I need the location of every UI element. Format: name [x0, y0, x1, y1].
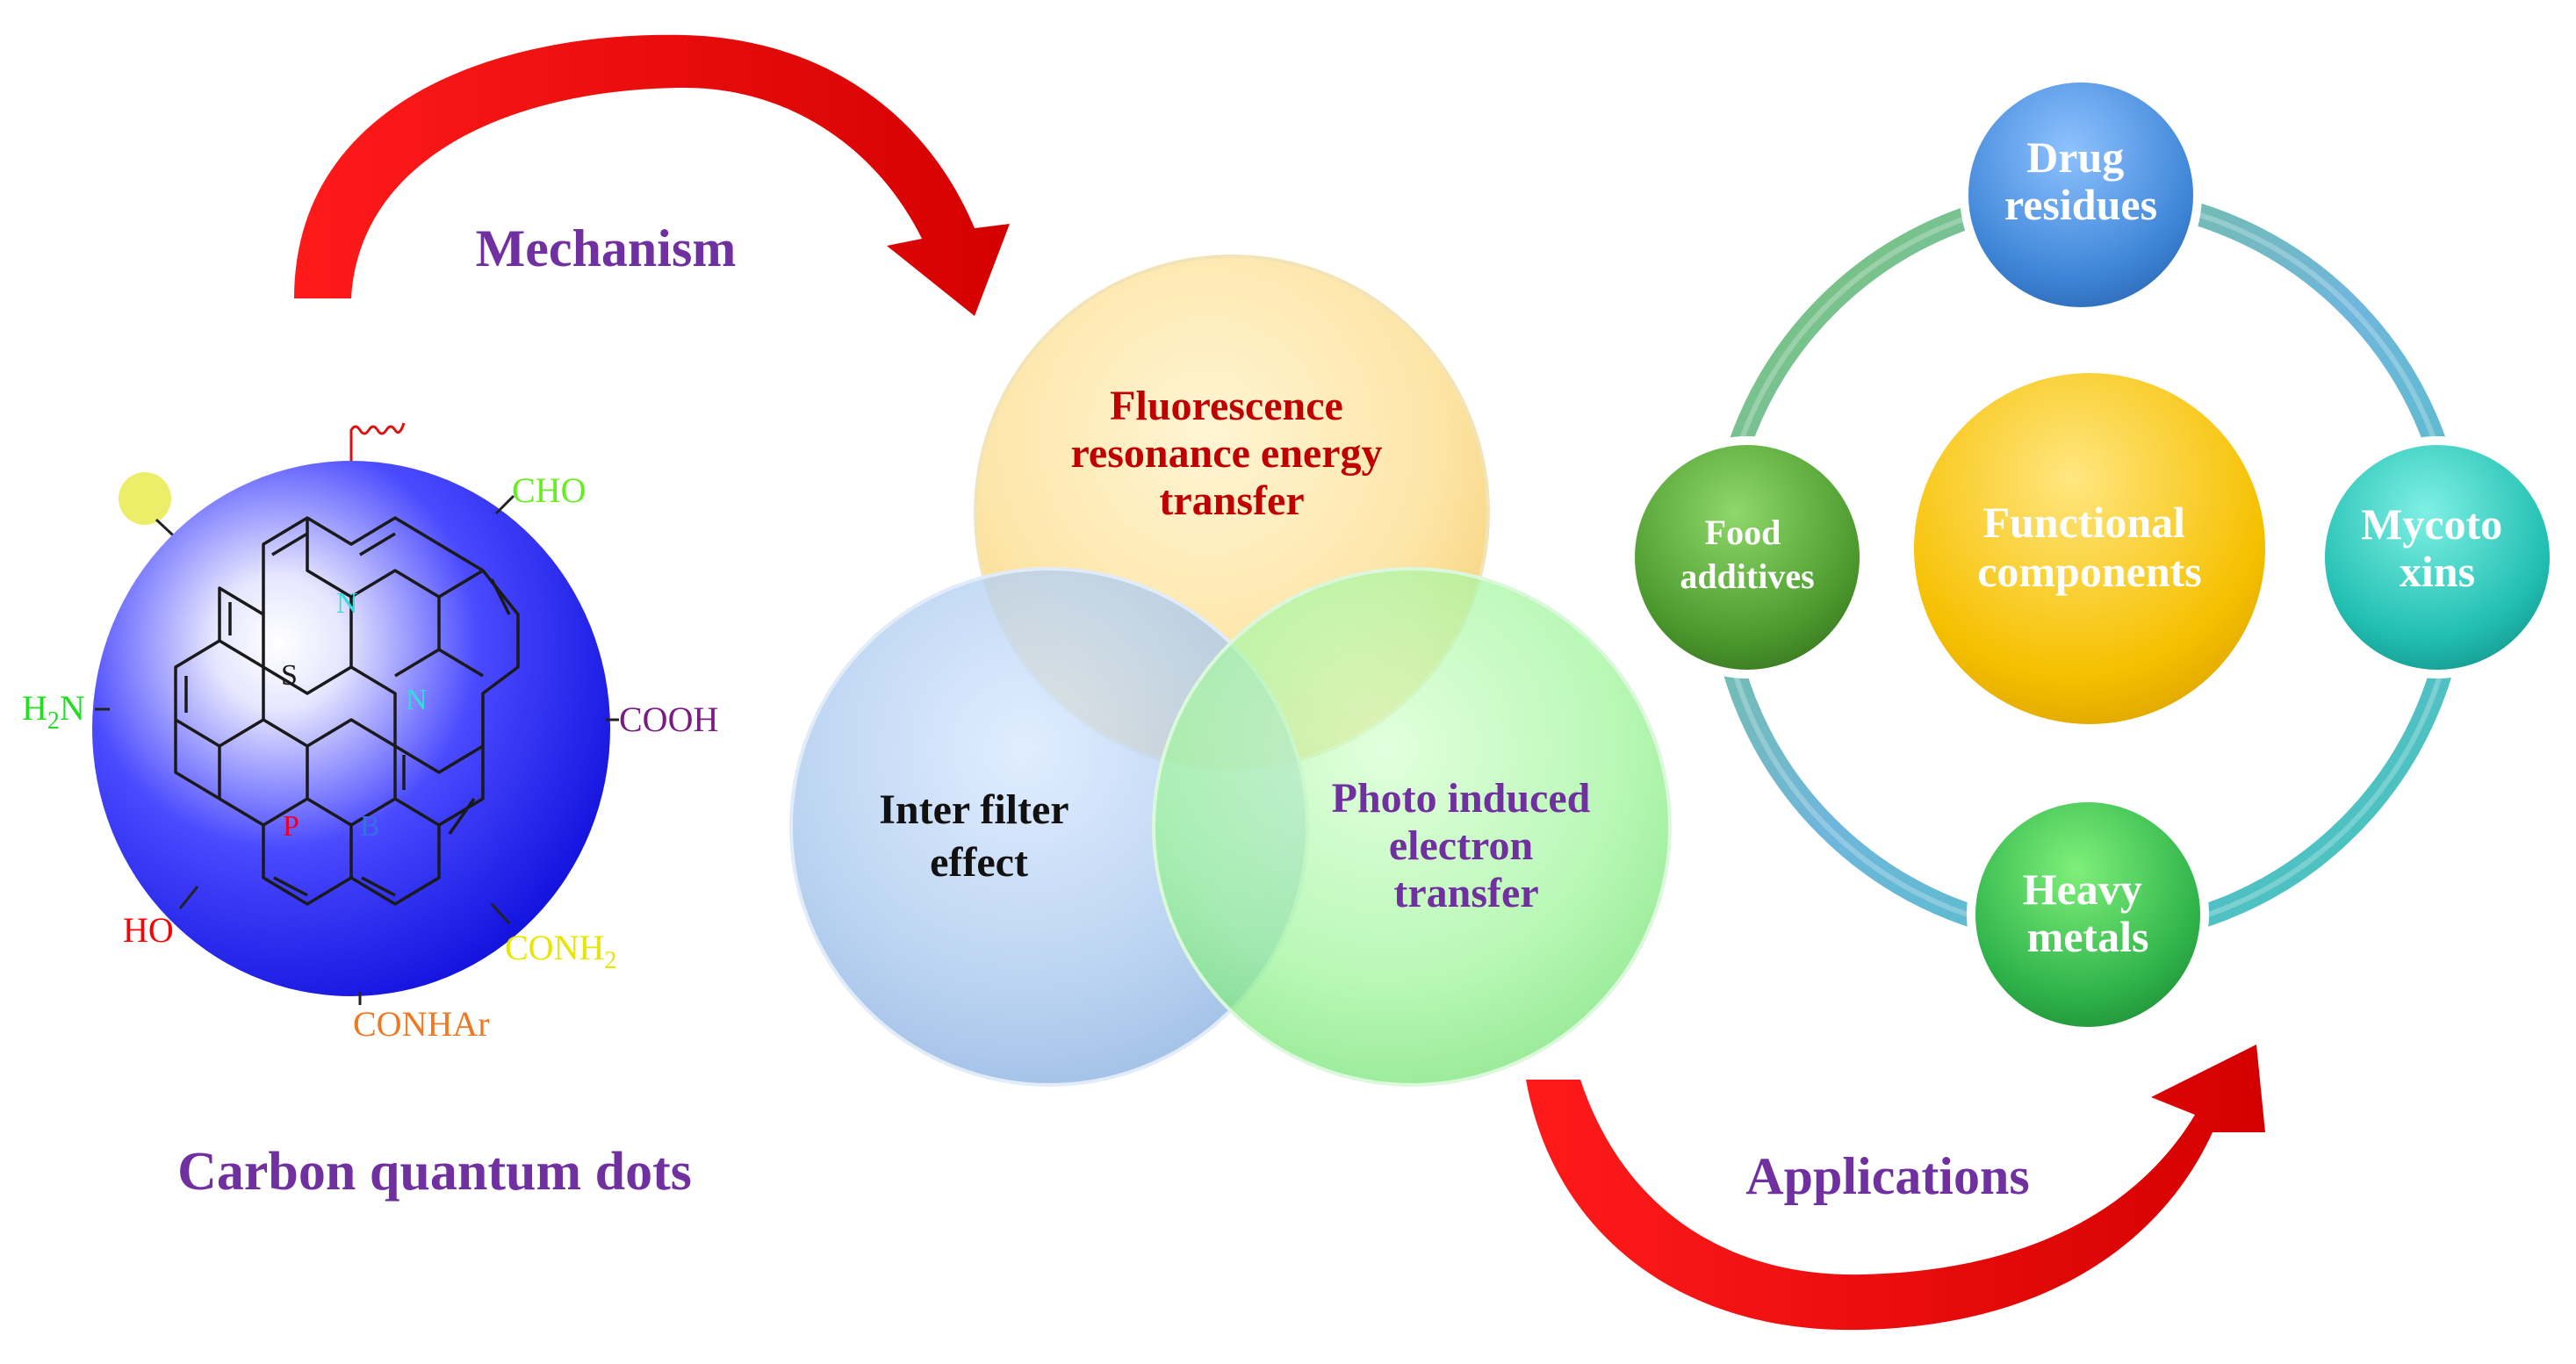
mechanism-venn: Fluorescence resonance energy transfer I…	[789, 255, 1672, 1087]
node-heavy-metals: Heavy metals	[1967, 793, 2209, 1036]
group-conh2: CONH2	[505, 928, 616, 974]
node-food-additives: Food additives	[1626, 436, 1868, 678]
pet-label: Photo induced electron transfer	[1332, 775, 1601, 916]
atom-s: S	[281, 659, 298, 692]
applications-arrow	[1526, 1045, 2265, 1331]
node-mycotoxins: Mycoto xins	[2316, 436, 2558, 678]
surface-dot	[119, 472, 171, 525]
carbon-quantum-dot: N N S P B CHO COOH CONH2 CONHAr HO H2N	[22, 422, 718, 1044]
svg-text:Drug residues: Drug residues	[2004, 133, 2157, 229]
atom-n-top: N	[336, 587, 358, 620]
svg-text:Heavy metals: Heavy metals	[2023, 865, 2154, 961]
wavy-ligand	[349, 422, 406, 465]
atom-b: B	[360, 810, 380, 843]
aromatic-skeleton	[174, 516, 520, 906]
applications-ring: Drug residues Mycoto xins Heavy metals	[1626, 74, 2558, 1036]
svg-text:Mycoto xins: Mycoto xins	[2361, 499, 2514, 596]
node-drug-residues: Drug residues	[1960, 74, 2202, 316]
fret-label: Fluorescence resonance energy transfer	[1070, 383, 1392, 524]
group-cho: CHO	[512, 470, 586, 510]
cqd-sphere	[92, 461, 610, 996]
group-bonds	[95, 494, 619, 1005]
cqd-title: Carbon quantum dots	[177, 1142, 692, 1202]
group-conhar: CONHAr	[353, 1004, 490, 1044]
mechanism-label: Mechanism	[476, 219, 737, 277]
svg-text:Functional components: Functional components	[1977, 498, 2202, 596]
applications-label: Applications	[1745, 1147, 2029, 1205]
ife-label: Inter filter effect	[879, 786, 1078, 886]
group-h2n: H2N	[22, 688, 85, 735]
mechanism-arrow	[294, 34, 1010, 316]
node-functional-components: Functional components	[1914, 373, 2265, 724]
svg-text:Food additives: Food additives	[1680, 513, 1814, 596]
atom-p: P	[283, 810, 299, 843]
atom-n-right: N	[406, 684, 428, 716]
venn-pet	[1152, 567, 1672, 1087]
group-ho: HO	[123, 910, 174, 950]
group-cooh: COOH	[619, 700, 718, 739]
